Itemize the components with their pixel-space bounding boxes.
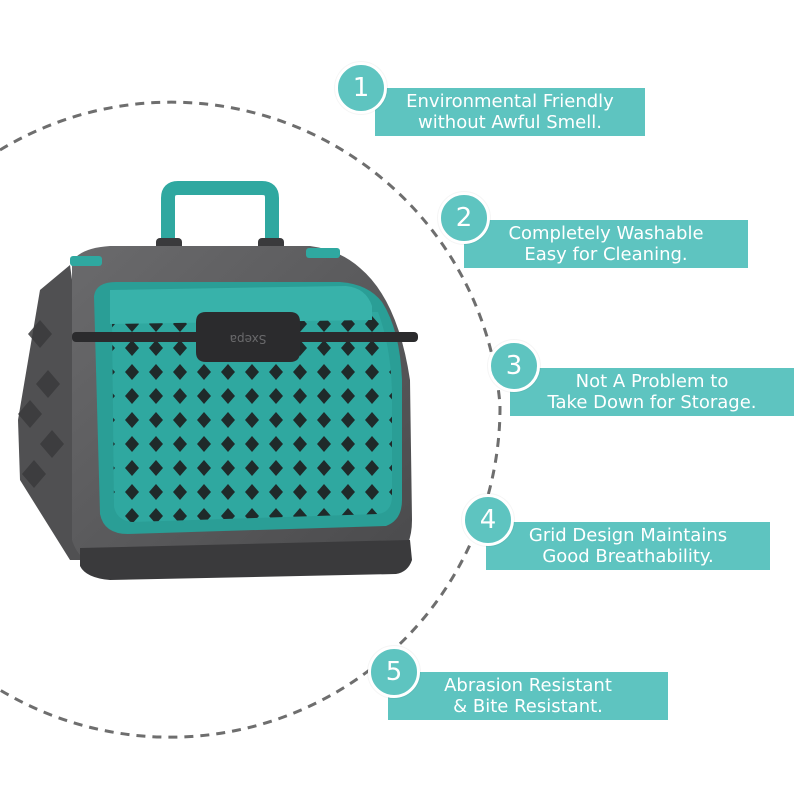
feature-text-box: Completely Washable Easy for Cleaning. bbox=[464, 220, 748, 268]
carrier-brand-mark: Sxepa bbox=[230, 332, 267, 346]
feature-item-2: 2 Completely Washable Easy for Cleaning. bbox=[438, 192, 758, 272]
feature-line-1: Environmental Friendly bbox=[406, 91, 614, 112]
feature-number-badge: 2 bbox=[438, 192, 490, 244]
feature-line-2: Easy for Cleaning. bbox=[524, 244, 688, 265]
feature-text-box: Abrasion Resistant & Bite Resistant. bbox=[388, 672, 668, 720]
feature-line-2: without Awful Smell. bbox=[418, 112, 602, 133]
feature-text-box: Grid Design Maintains Good Breathability… bbox=[486, 522, 770, 570]
feature-line-1: Completely Washable bbox=[508, 223, 704, 244]
feature-line-2: Good Breathability. bbox=[542, 546, 714, 567]
feature-line-2: Take Down for Storage. bbox=[547, 392, 757, 413]
feature-line-1: Grid Design Maintains bbox=[528, 525, 728, 546]
feature-text-box: Environmental Friendly without Awful Sme… bbox=[375, 88, 645, 136]
feature-number-badge: 4 bbox=[462, 494, 514, 546]
feature-line-2: & Bite Resistant. bbox=[453, 696, 603, 717]
feature-item-1: 1 Environmental Friendly without Awful S… bbox=[335, 62, 655, 142]
feature-line-1: Not A Problem to bbox=[575, 371, 729, 392]
feature-line-1: Abrasion Resistant bbox=[444, 675, 612, 696]
feature-number-badge: 5 bbox=[368, 646, 420, 698]
carrier-front-door: Sxepa bbox=[72, 282, 418, 534]
feature-item-3: 3 Not A Problem to Take Down for Storage… bbox=[488, 340, 800, 420]
feature-number-badge: 1 bbox=[335, 62, 387, 114]
feature-text-box: Not A Problem to Take Down for Storage. bbox=[510, 368, 794, 416]
feature-item-4: 4 Grid Design Maintains Good Breathabili… bbox=[462, 494, 782, 574]
feature-number-badge: 3 bbox=[488, 340, 540, 392]
feature-item-5: 5 Abrasion Resistant & Bite Resistant. bbox=[368, 646, 688, 726]
